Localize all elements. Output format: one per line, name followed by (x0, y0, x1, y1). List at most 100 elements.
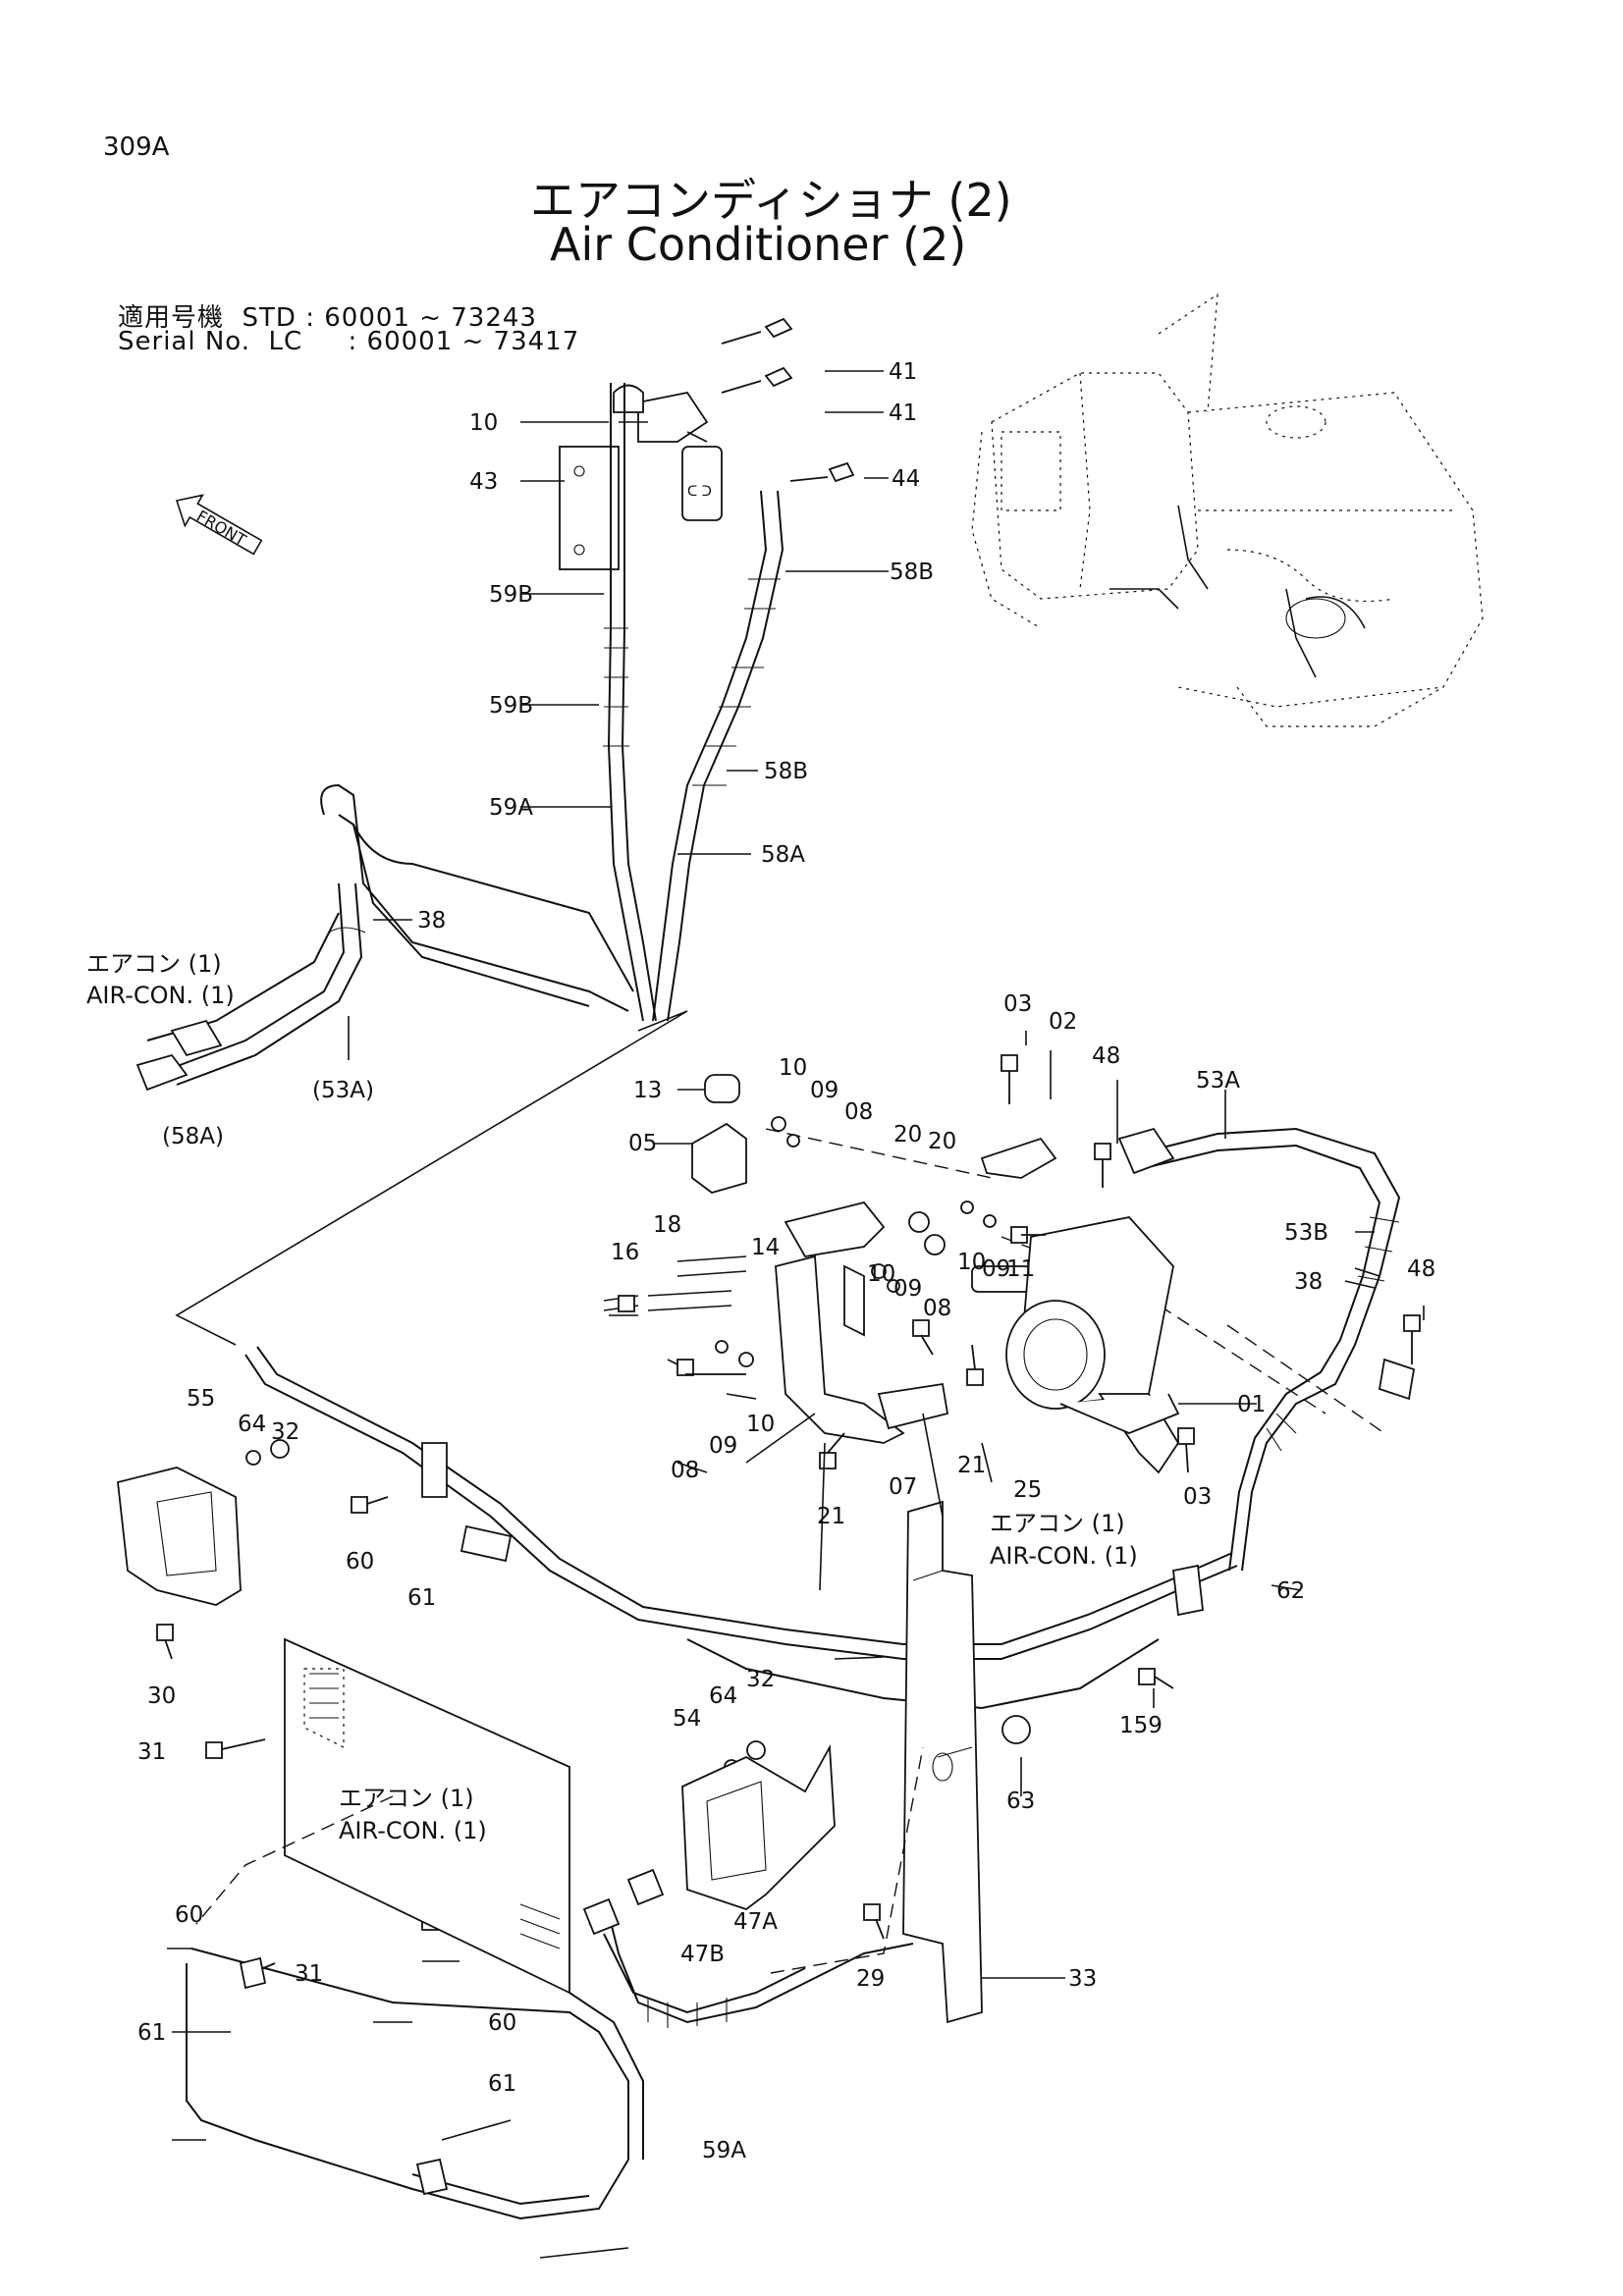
callout-38-left: 38 (417, 908, 446, 934)
serial-label-en: Serial No. (118, 327, 250, 356)
title-japanese: エアコンディショナ (2) (530, 174, 1012, 227)
callout-59a-upper: 59A (489, 795, 533, 821)
callout-58a: 58A (761, 842, 805, 868)
serial-label-jp: 適用号機 (118, 303, 225, 333)
callout-33: 33 (1068, 1966, 1097, 1992)
callout-20-left: 20 (893, 1122, 922, 1148)
callout-61-lower-left: 61 (137, 2020, 166, 2046)
callout-20-right: 20 (928, 1129, 956, 1154)
callout-32-left: 32 (271, 1419, 299, 1445)
ref-aircon-en-upper-left: AIR-CON. (1) (86, 982, 235, 1009)
callout-58b-mid: 58B (764, 759, 808, 784)
callout-60-lower-left: 60 (175, 1902, 203, 1928)
front-arrow: FRONT (175, 494, 263, 556)
leader-lines (167, 370, 1425, 2259)
callout-63: 63 (1006, 1789, 1035, 1814)
callout-29: 29 (856, 1966, 885, 1992)
callout-09-mid: 09 (810, 1078, 839, 1103)
callout-32-right: 32 (746, 1667, 775, 1692)
callout-64-left: 64 (238, 1412, 266, 1437)
callout-02: 02 (1049, 1009, 1077, 1035)
callout-44: 44 (892, 466, 920, 492)
callout-53a-paren: (53A) (312, 1078, 374, 1103)
callout-01: 01 (1237, 1392, 1266, 1417)
bolts (156, 317, 1421, 1980)
callout-31-upper: 31 (137, 1739, 166, 1765)
callout-58b-upper: 58B (890, 560, 934, 585)
callout-53a: 53A (1196, 1068, 1240, 1094)
callout-05: 05 (628, 1131, 657, 1156)
callout-30: 30 (147, 1683, 176, 1709)
callout-31-lower: 31 (295, 1961, 323, 1987)
callout-25: 25 (1013, 1477, 1042, 1503)
page-number: 309A (103, 133, 170, 162)
title-english: Air Conditioner (2) (550, 218, 967, 271)
front-label: FRONT (193, 507, 249, 550)
ref-aircon-en-condenser: AIR-CON. (1) (339, 1817, 487, 1844)
callout-47a: 47A (733, 1909, 778, 1935)
callout-11: 11 (1006, 1256, 1035, 1282)
callout-62: 62 (1276, 1578, 1305, 1604)
tube-59a-lower (186, 1948, 644, 2220)
tube-53a-58a-upper (320, 783, 629, 1012)
callout-159: 159 (1119, 1713, 1163, 1738)
callout-10-bottom: 10 (746, 1412, 775, 1437)
callout-08-lower: 08 (923, 1296, 951, 1321)
ref-aircon-jp-compressor: エアコン (1) (990, 1510, 1125, 1537)
callout-13: 13 (633, 1078, 662, 1103)
svg-text:ᑕ ᑐ: ᑕ ᑐ (687, 484, 712, 500)
callout-08-bottom: 08 (671, 1458, 699, 1483)
callout-16: 16 (611, 1240, 639, 1265)
callout-10-lower: 10 (867, 1261, 895, 1287)
callout-54: 54 (673, 1706, 701, 1732)
callout-58a-paren: (58A) (162, 1124, 224, 1149)
callout-10-mid: 10 (779, 1055, 807, 1081)
support-33 (902, 1500, 983, 2024)
callout-61-upper: 61 (407, 1585, 436, 1611)
callout-59b-mid: 59B (489, 693, 533, 719)
callout-08-mid: 08 (844, 1099, 873, 1125)
condenser-core (195, 1637, 570, 1995)
hose-59a-59b (607, 383, 657, 1022)
hose-53a-53b (1138, 1127, 1401, 1572)
plate-55 (117, 1467, 242, 1606)
machine-overview-sketch (971, 293, 1484, 727)
callout-41-lower: 41 (889, 400, 917, 426)
callout-03-lower: 03 (1183, 1484, 1212, 1510)
callout-53b: 53B (1284, 1220, 1328, 1246)
tube-59a-middle (244, 1346, 1238, 1660)
callout-61-lower: 61 (488, 2071, 516, 2097)
washers-nuts (245, 1116, 1031, 1775)
callout-43: 43 (469, 469, 498, 495)
ref-aircon-en-compressor: AIR-CON. (1) (990, 1542, 1138, 1570)
callout-59a-lower: 59A (702, 2138, 746, 2163)
serial-range-std: : 60001 ~ 73243 (305, 303, 537, 333)
serial-line-std: 適用号機 STD : 60001 ~ 73243 (118, 297, 537, 334)
callout-09-bottom: 09 (709, 1433, 737, 1459)
callout-59b-upper: 59B (489, 582, 533, 608)
serial-model-lc: LC (268, 327, 303, 356)
callout-10-right: 10 (957, 1250, 986, 1275)
callout-labels: 41 41 10 43 44 59B 58B 59B 58B 59A 58A 3… (86, 359, 1435, 2163)
reference-line (175, 1010, 688, 1346)
callout-03-upper: 03 (1003, 991, 1032, 1017)
callout-09-lower: 09 (893, 1276, 922, 1302)
serial-model-std: STD (242, 303, 297, 333)
callout-48-upper: 48 (1092, 1043, 1120, 1069)
serial-line-lc: Serial No. LC : 60001 ~ 73417 (118, 327, 579, 356)
callout-38-right: 38 (1294, 1269, 1323, 1295)
callout-60-upper: 60 (346, 1549, 374, 1575)
callout-07: 07 (889, 1474, 917, 1500)
callout-09-right: 09 (982, 1256, 1010, 1282)
callout-47b: 47B (680, 1942, 725, 1967)
callout-21-right: 21 (957, 1453, 986, 1478)
serial-range-lc: : 60001 ~ 73417 (348, 327, 580, 356)
callout-21-left: 21 (817, 1504, 845, 1529)
ref-aircon-jp-condenser: エアコン (1) (339, 1785, 474, 1812)
callout-60-lower: 60 (488, 2010, 516, 2036)
callout-18: 18 (653, 1212, 681, 1238)
callout-48-right: 48 (1407, 1256, 1435, 1282)
receiver-drier-assembly: ᑕ ᑐ (559, 384, 723, 570)
ref-aircon-jp-upper-left: エアコン (1) (86, 950, 222, 978)
